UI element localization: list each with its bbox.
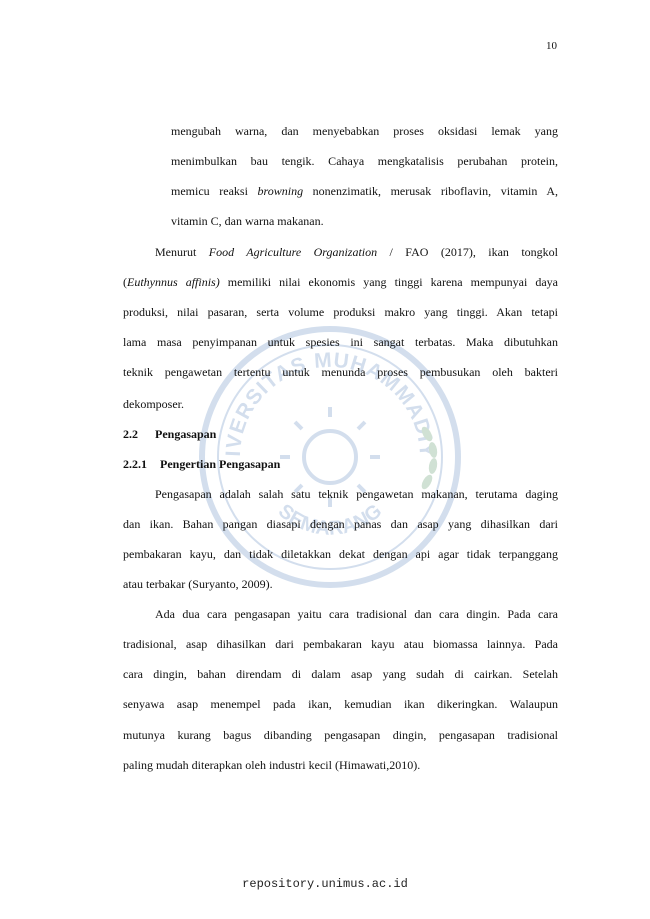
repository-footer: repository.unimus.ac.id [242,877,408,891]
text-line: teknik pengawetan tertentu untuk menunda… [123,365,558,379]
text-line: dekomposer. [123,397,184,411]
text-line: mengubah warna, dan menyebabkan proses o… [171,124,558,138]
text-line: tradisional, asap dihasilkan dari pembak… [123,637,558,651]
text-line: mutunya kurang bagus dibanding pengasapa… [123,728,558,742]
text-line: menimbulkan bau tengik. Cahaya mengkatal… [171,154,558,168]
section-number: 2.2 [123,427,138,441]
section-heading-2-2-1: 2.2.1 Pengertian Pengasapan [123,456,280,472]
text-line: (Euthynnus affinis) memiliki nilai ekono… [123,274,558,290]
text-line: memicu reaksi browning nonenzimatik, mer… [171,183,558,199]
section-number: 2.2.1 [123,457,147,471]
text-span: ( [123,275,127,289]
italic-term: Euthynnus affinis) [127,275,220,289]
text-span: nonenzimatik, merusak riboflavin, vitami… [303,184,558,198]
text-span: memicu reaksi [171,184,258,198]
section-heading-2-2: 2.2 Pengasapan [123,426,216,442]
page-number: 10 [546,40,557,52]
text-line: Pengasapan adalah salah satu teknik peng… [155,487,558,501]
text-line: senyawa asap menempel pada ikan, kemudia… [123,697,558,711]
text-span: memiliki nilai ekonomis yang tinggi kare… [219,275,558,289]
text-line: Ada dua cara pengasapan yaitu cara tradi… [155,607,558,621]
text-line: produksi, nilai pasaran, serta volume pr… [123,305,558,319]
text-span: / FAO (2017), ikan tongkol [377,245,558,259]
italic-term: Food Agriculture Organization [208,245,378,259]
leaf-ornament-icon [421,426,438,490]
text-line: cara dingin, bahan direndam di dalam asa… [123,667,558,681]
text-line: vitamin C, dan warna makanan. [171,214,324,228]
text-line: dan ikan. Bahan pangan diasapi dengan pa… [123,517,558,531]
text-line: Menurut Food Agriculture Organization / … [155,244,558,260]
text-line: paling mudah diterapkan oleh industri ke… [123,758,421,772]
text-line: lama masa penyimpanan untuk spesies ini … [123,335,558,349]
text-span: Menurut [155,245,209,259]
italic-term: browning [257,184,304,198]
text-line: pembakaran kayu, dan tidak diletakkan de… [123,547,558,561]
section-title: Pengertian Pengasapan [160,457,281,471]
text-line: atau terbakar (Suryanto, 2009). [123,577,273,591]
section-title: Pengasapan [155,427,217,441]
